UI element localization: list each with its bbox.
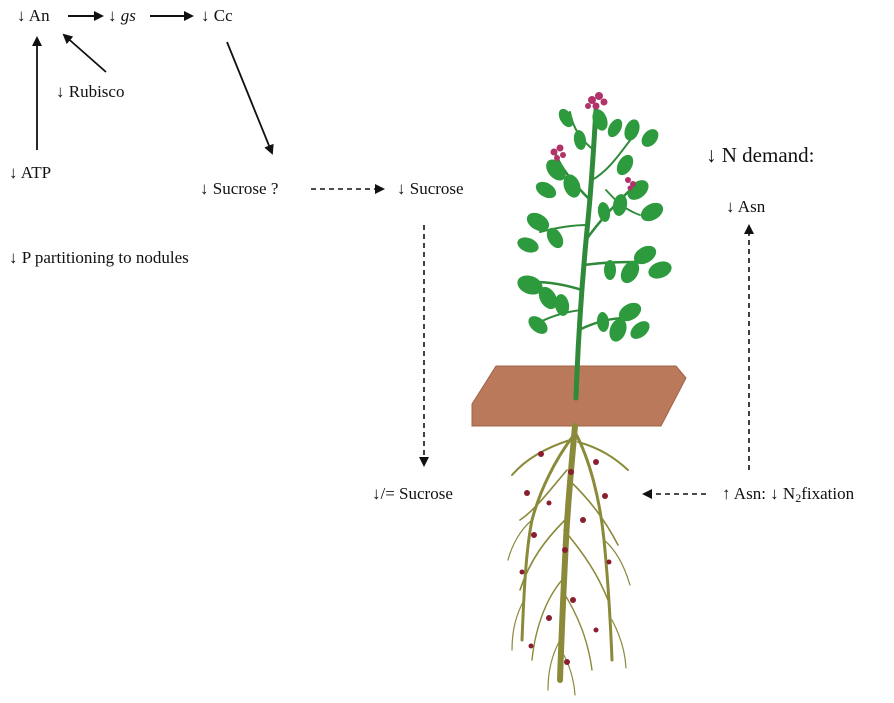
- label-asn-top: ↓ Asn: [726, 197, 765, 217]
- label-gs: ↓ gs: [108, 6, 136, 26]
- label-fixation: fixation: [801, 484, 854, 503]
- label-p-partitioning: ↓ P partitioning to nodules: [9, 248, 189, 268]
- label-atp: ↓ ATP: [9, 163, 51, 183]
- label-gs-arrow: ↓: [108, 6, 117, 25]
- label-an: ↓ An: [17, 6, 50, 26]
- label-gs-text: gs: [121, 6, 136, 25]
- label-asn-root-prefix: ↑ Asn: ↓ N: [722, 484, 795, 503]
- label-n-demand: ↓ N demand:: [706, 143, 814, 167]
- label-sucrose-root: ↓/= Sucrose: [372, 484, 453, 504]
- label-sucrose-question: ↓ Sucrose ?: [200, 179, 278, 199]
- label-asn-root: ↑ Asn: ↓ N2fixation: [722, 484, 854, 508]
- label-sucrose: ↓ Sucrose: [397, 179, 464, 199]
- label-rubisco: ↓ Rubisco: [56, 82, 124, 102]
- label-cc: ↓ Cc: [201, 6, 233, 26]
- root-system: [508, 426, 630, 695]
